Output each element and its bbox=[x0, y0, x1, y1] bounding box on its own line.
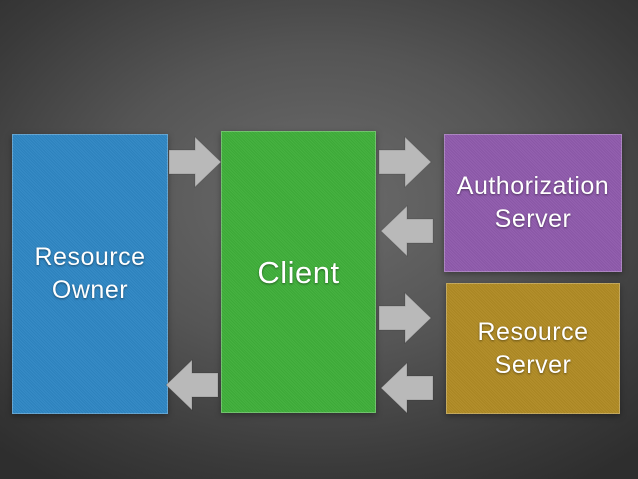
arrow-client-to-auth-server-icon bbox=[378, 135, 432, 189]
arrow-client-to-auth-server bbox=[378, 135, 432, 189]
arrow-right-shape bbox=[168, 135, 222, 189]
resource-server-box: Resource Server bbox=[446, 283, 620, 414]
arrow-client-to-resource-server-icon bbox=[378, 291, 432, 345]
arrow-right-shape bbox=[378, 291, 432, 345]
arrow-left-shape bbox=[380, 361, 434, 415]
arrow-client-to-owner bbox=[165, 358, 219, 412]
arrow-client-to-resource-server bbox=[378, 291, 432, 345]
client-label: Client bbox=[257, 254, 340, 290]
arrow-resource-server-to-client bbox=[380, 361, 434, 415]
arrow-right-shape bbox=[378, 135, 432, 189]
arrow-auth-server-to-client bbox=[380, 204, 434, 258]
arrow-left-shape bbox=[380, 204, 434, 258]
resource-owner-box: Resource Owner bbox=[12, 134, 168, 414]
resource-owner-label: Resource Owner bbox=[34, 243, 146, 304]
arrow-resource-server-to-client-icon bbox=[380, 361, 434, 415]
arrow-client-to-owner-icon bbox=[165, 358, 219, 412]
resource-server-label: Resource Server bbox=[477, 317, 589, 379]
arrow-owner-to-client-icon bbox=[168, 135, 222, 189]
arrow-auth-server-to-client-icon bbox=[380, 204, 434, 258]
arrow-left-shape bbox=[165, 358, 219, 412]
authorization-server-label: Authorization Server bbox=[456, 172, 610, 233]
arrow-owner-to-client bbox=[168, 135, 222, 189]
client-box: Client bbox=[221, 131, 376, 413]
authorization-server-box: Authorization Server bbox=[444, 134, 622, 272]
